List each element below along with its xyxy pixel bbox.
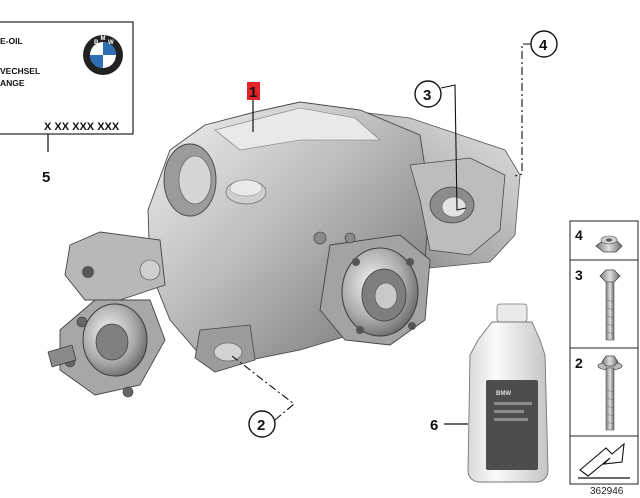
callout-3-circle	[414, 80, 442, 108]
label-plate-line3: ANGE	[0, 78, 25, 88]
rear-differential-housing	[47, 101, 521, 398]
callout-3: 3	[423, 87, 431, 104]
legend-frame	[569, 220, 639, 485]
leader-3	[440, 84, 467, 211]
type-label-plate: E-OIL VECHSEL ANGE X XX XXX XXX B M W 5	[0, 21, 134, 186]
callout-2: 2	[257, 417, 265, 434]
callout-4: 4	[539, 37, 548, 54]
callout-1-box	[247, 82, 260, 100]
callout-2-group: 2	[231, 355, 295, 438]
hardware-legend: 4 3 2	[569, 220, 639, 485]
bmw-logo-icon: B M W	[83, 35, 123, 75]
label-plate-line1: E-OIL	[0, 36, 23, 46]
flange-bolt-icon	[597, 355, 623, 431]
callout-3-group: 3	[414, 80, 467, 211]
svg-text:M: M	[101, 36, 106, 42]
diagram-id: 362946	[590, 486, 624, 497]
legend-row-2-number: 2	[575, 355, 583, 371]
callout-4-group: 4	[514, 30, 558, 177]
callout-1-highlight: 1	[247, 82, 260, 132]
svg-text:B: B	[94, 40, 99, 46]
svg-text:W: W	[108, 40, 114, 46]
direction-arrow-icon	[578, 442, 630, 479]
callout-2-circle	[248, 410, 276, 438]
label-plate-line2: VECHSEL	[0, 66, 40, 76]
hex-nut-icon	[595, 235, 623, 253]
callout-5: 5	[42, 169, 50, 186]
oil-bottle: BMW 6	[430, 303, 549, 483]
callout-1: 1	[249, 84, 257, 101]
hex-bolt-icon	[599, 269, 621, 341]
legend-row-4-number: 4	[575, 227, 583, 243]
label-plate-part-code: X XX XXX XXX	[44, 121, 120, 133]
callout-6: 6	[430, 417, 438, 434]
leader-4	[514, 43, 531, 177]
oil-bottle-brand: BMW	[496, 391, 511, 397]
legend-row-3-number: 3	[575, 267, 583, 283]
oil-bottle-label	[486, 380, 538, 470]
